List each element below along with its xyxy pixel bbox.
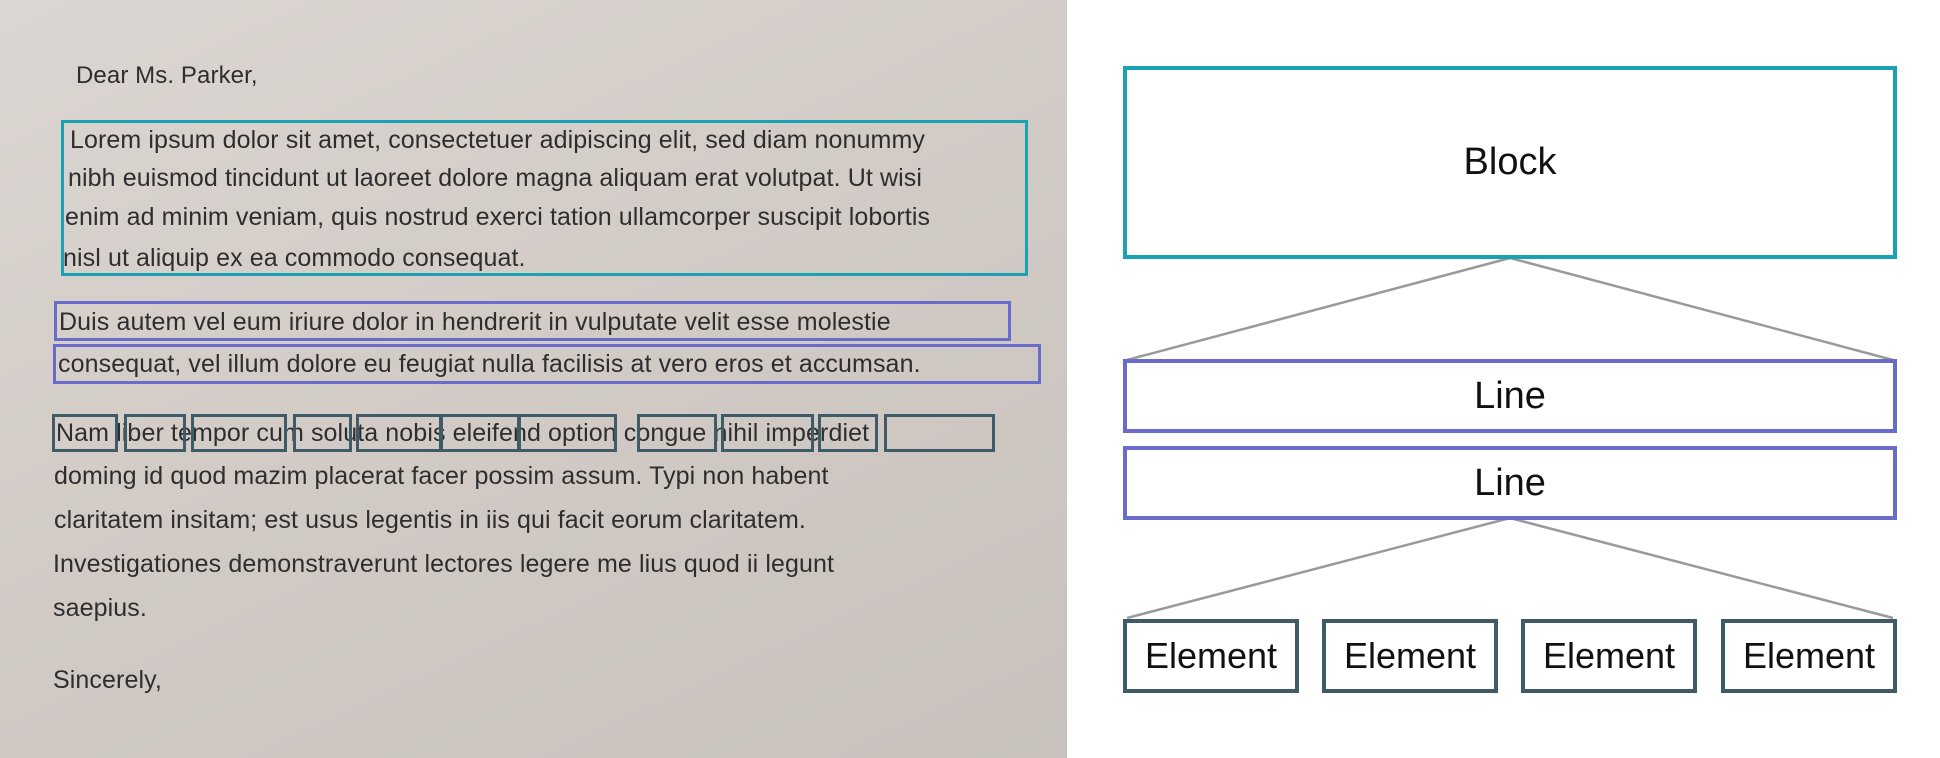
element-box-liber [124,414,186,452]
element-box-nam [52,414,118,452]
element-box-nobis [440,414,520,452]
element-box-congue [721,414,814,452]
block-node: Block [1123,66,1897,259]
line-bounding-box-2 [53,344,1041,384]
line-node-2: Line [1123,446,1897,520]
connector-line-to-element-left [1126,516,1511,620]
line-node-1: Line [1123,359,1897,433]
paragraph3-line-4: Investigationes demonstraverunt lectores… [53,550,835,578]
element-box-cum [293,414,352,452]
diagram-connectors [1126,256,1894,620]
element-box-nihil [818,414,878,452]
element-node-2: Element [1322,619,1498,693]
block-bounding-box [61,120,1028,276]
paragraph3-line-3: claritatem insitam; est usus legentis in… [54,506,806,534]
connector-block-to-line-right [1509,256,1894,362]
connector-line-to-element-right [1509,516,1894,620]
paragraph1-line-1: Lorem ipsum dolor sit amet, consectetuer… [70,126,926,154]
paragraph3-line-5: saepius. [53,594,147,622]
element-node-1: Element [1123,619,1299,693]
closing-text: Sincerely, [53,666,162,694]
element-box-eleifend [518,414,617,452]
line-bounding-box-1 [54,301,1011,341]
paragraph1-line-2: nibh euismod tincidunt ut laoreet dolore… [68,164,923,192]
paragraph1-line-4: nisl ut aliquip ex ea commodo consequat. [63,244,526,272]
element-box-soluta [356,414,442,452]
hierarchy-diagram: Block Line Line Element Element Element … [1067,0,1940,758]
paragraph1-line-3: enim ad minim veniam, quis nostrud exerc… [65,203,931,231]
element-box-option [637,414,717,452]
element-node-4: Element [1721,619,1897,693]
paragraph2-line-2: consequat, vel illum dolore eu feugiat n… [58,350,921,378]
letter-photo: Dear Ms. Parker, Lorem ipsum dolor sit a… [0,0,1067,758]
paragraph2-line-1: Duis autem vel eum iriure dolor in hendr… [59,308,891,336]
paragraph3-line-2: doming id quod mazim placerat facer poss… [54,462,829,490]
element-node-3: Element [1521,619,1697,693]
element-box-imperdiet [884,414,995,452]
greeting-text: Dear Ms. Parker, [76,62,258,89]
element-box-tempor [191,414,287,452]
connector-block-to-line-left [1126,256,1511,362]
